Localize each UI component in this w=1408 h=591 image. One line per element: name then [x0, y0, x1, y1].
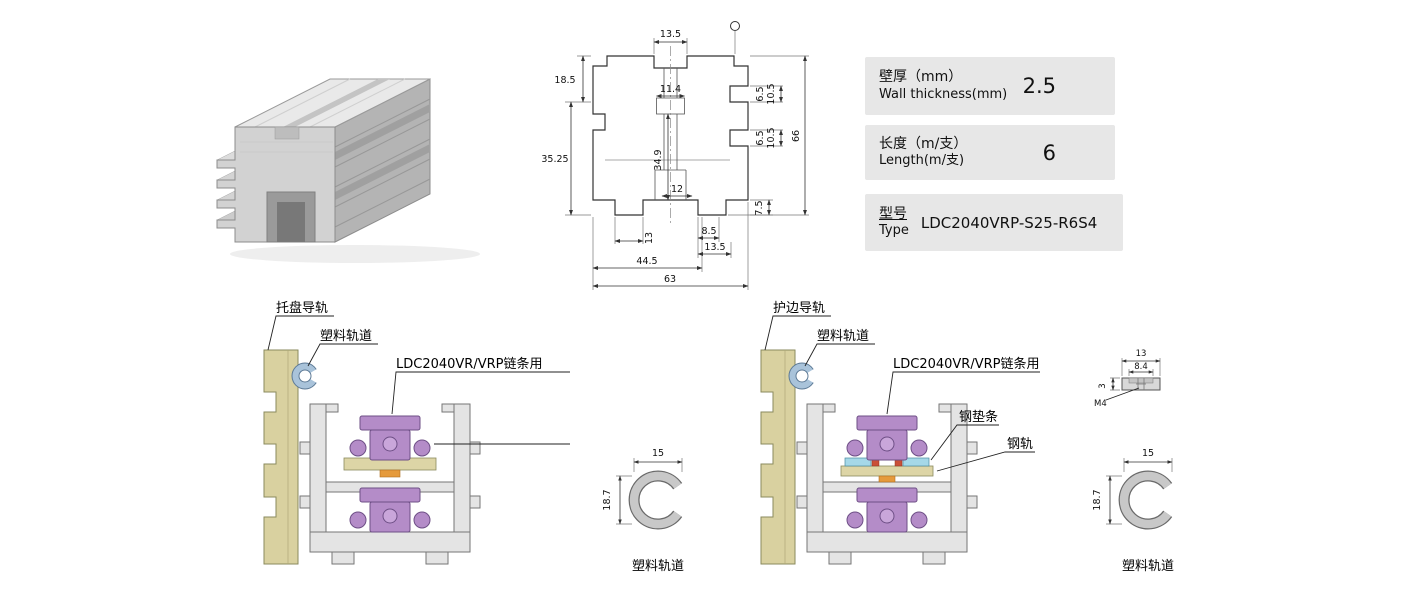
assembly-pallet-rail: 托盘导轨 塑料轨道 LDC2040VR/VRP链条用	[263, 300, 570, 565]
photo-end-face	[216, 126, 336, 243]
spec-length: 长度（m/支） Length(m/支) 6	[865, 125, 1115, 180]
type-label-cn: 型号	[879, 205, 907, 222]
chain-top	[846, 415, 928, 461]
wall-thickness-value: 2.5	[1022, 74, 1056, 98]
label-edge-rail: 护边导轨	[773, 301, 825, 316]
dim-left-upper: 18.5	[554, 75, 575, 86]
insert-dim-lines	[1105, 358, 1161, 401]
dim-overall-width: 63	[664, 274, 676, 285]
dim-right-mid-a: 6.5	[755, 130, 766, 145]
profile-body	[796, 403, 978, 565]
dim-mid-width: 12	[671, 184, 683, 195]
cad-dimension-lines	[569, 40, 807, 288]
wall-thickness-labels: 壁厚（mm） Wall thickness(mm)	[879, 69, 1023, 103]
spacer-insert-detail: 13 8.4 3 M4	[1094, 349, 1161, 409]
length-label-cn: 长度（m/支）	[879, 135, 968, 152]
wall-thickness-label-en: Wall thickness(mm)	[879, 86, 1008, 102]
steel-rail	[840, 465, 934, 477]
label-chain: LDC2040VR/VRP链条用	[893, 356, 1040, 372]
label-steel-spacer: 钢垫条	[959, 409, 998, 425]
type-value: LDC2040VRP-S25-R6S4	[920, 213, 1098, 232]
photo-side-face	[334, 78, 431, 243]
label-plastic-track: 塑料轨道	[817, 329, 869, 344]
label-chain: LDC2040VR/VRP链条用	[396, 356, 543, 372]
dim-right-mid-b: 10.5	[766, 127, 777, 148]
c-clip-shape	[1118, 470, 1173, 530]
chain-bottom	[349, 487, 431, 533]
dim-left-lower: 35.25	[541, 154, 568, 165]
dim-top-inner: 11.4	[660, 84, 681, 95]
profile-body	[299, 403, 481, 565]
plastic-track-section-right: 15 18.7 塑料轨道	[1092, 448, 1174, 574]
insert-dim-inner: 8.4	[1134, 362, 1148, 372]
plastic-track-section-left: 15 18.7 塑料轨道	[602, 448, 684, 574]
type-labels: 型号 Type	[879, 206, 909, 240]
label-steel-rail: 钢轨	[1007, 437, 1033, 452]
cad-drawing: 13.5 11.4 18.5 35.25 34.9 12 13 6.5 10.5…	[541, 21, 809, 290]
dim-bottom-span: 44.5	[636, 256, 657, 267]
track-dim-height: 18.7	[602, 489, 613, 510]
track-dim-height: 18.7	[1092, 489, 1103, 510]
pallet-rail	[263, 349, 299, 565]
dim-mid-height: 34.9	[653, 149, 664, 170]
dim-overall-height: 66	[791, 130, 802, 142]
dim-top-slot: 13.5	[660, 29, 681, 40]
dim-right-top-b: 10.5	[766, 83, 777, 104]
wear-strip	[878, 475, 896, 483]
datum-circle	[730, 21, 740, 54]
insert-thread-label: M4	[1094, 399, 1107, 409]
track-label: 塑料轨道	[632, 559, 684, 574]
label-plastic-track: 塑料轨道	[320, 329, 372, 344]
insert-shape	[1121, 377, 1161, 391]
assembly-edge-rail: 护边导轨 塑料轨道 LDC2040VR/VRP链条用 钢垫条 钢轨	[760, 301, 1040, 565]
length-labels: 长度（m/支） Length(m/支)	[879, 136, 1043, 170]
track-dim-width: 15	[1142, 448, 1154, 459]
dim-foot-b: 13.5	[704, 242, 725, 253]
spec-wall-thickness: 壁厚（mm） Wall thickness(mm) 2.5	[865, 57, 1115, 115]
profile-photo	[216, 78, 480, 263]
cad-profile-outline	[592, 55, 749, 216]
dim-bottom-right: 7.5	[754, 200, 765, 215]
photo-shadow	[230, 245, 480, 263]
dim-right-top-a: 6.5	[755, 86, 766, 101]
leader-lines	[267, 315, 570, 445]
insert-dim-height: 3	[1098, 383, 1108, 388]
chain-bottom	[846, 487, 928, 533]
edge-rail	[760, 349, 796, 565]
length-label-en: Length(m/支)	[879, 153, 965, 169]
chain-top	[349, 415, 431, 461]
wear-strip	[379, 469, 401, 478]
track-dim-lines	[616, 458, 683, 525]
track-dim-lines	[1106, 458, 1173, 525]
track-dim-width: 15	[652, 448, 664, 459]
length-value: 6	[1042, 140, 1056, 165]
track-label: 塑料轨道	[1122, 559, 1174, 574]
label-pallet-rail: 托盘导轨	[276, 300, 328, 316]
dim-foot-a: 8.5	[701, 226, 716, 237]
photo-top-face	[234, 78, 431, 128]
spec-type: 型号 Type LDC2040VRP-S25-R6S4	[865, 194, 1123, 251]
plastic-track-clip	[291, 362, 322, 390]
dim-bottom-center: 13	[644, 232, 655, 244]
leader-lines	[764, 315, 1040, 472]
wall-thickness-label-cn: 壁厚（mm）	[879, 69, 963, 86]
c-clip-shape	[628, 470, 683, 530]
insert-dim-outer: 13	[1136, 349, 1147, 359]
plastic-track-clip	[788, 362, 819, 390]
type-label-en: Type	[879, 223, 909, 239]
